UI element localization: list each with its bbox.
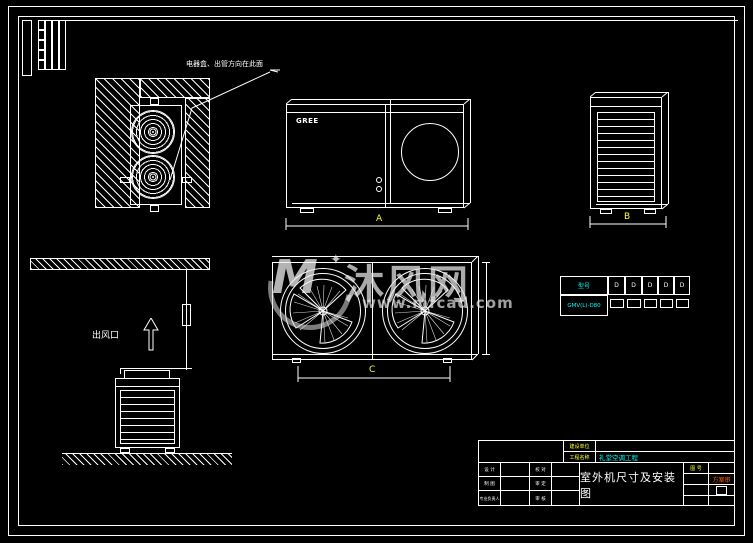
side-foot-right — [644, 209, 656, 214]
sig-value-review[interactable] — [552, 491, 580, 506]
model-val-2[interactable] — [627, 299, 641, 308]
sig-label-approve: 审 定 — [530, 477, 552, 491]
sig-value-check[interactable] — [552, 463, 580, 477]
model-val-1[interactable] — [610, 299, 624, 308]
right-cell-3[interactable] — [684, 496, 709, 506]
drawing-no-label: 图 号 — [684, 463, 709, 474]
subproject-value[interactable]: 礼堂空调工程 — [596, 452, 734, 463]
side-louver-frame — [597, 112, 655, 202]
ground-hatch — [62, 453, 232, 465]
fan-plan-lower — [131, 155, 175, 199]
model-value: GMV(L)-D80 — [560, 295, 608, 316]
dimension-c-line — [297, 366, 451, 382]
side-louver-grille — [597, 112, 655, 202]
drawing-inner-frame — [18, 16, 735, 526]
dimension-a-line — [285, 218, 469, 230]
fan-top-left — [280, 268, 366, 354]
scale-checkbox[interactable] — [716, 485, 727, 495]
sig-value-lead[interactable] — [501, 491, 530, 506]
model-val-5[interactable] — [676, 299, 689, 308]
drawing-no-value[interactable] — [709, 463, 734, 474]
side-foot-left — [600, 209, 612, 214]
dimension-a-label: A — [376, 214, 383, 224]
front-perspective-edges — [286, 99, 471, 209]
title-block-blank — [479, 441, 564, 463]
top-perspective-edges — [471, 256, 479, 361]
right-cell-4[interactable] — [709, 496, 734, 506]
model-val-4[interactable] — [660, 299, 673, 308]
install-louver-grille — [120, 390, 175, 444]
top-mark-left — [292, 358, 301, 363]
foot-left — [300, 208, 314, 213]
leader-line — [169, 69, 280, 181]
sig-label-review: 审 核 — [530, 491, 552, 506]
model-table-header: 型号 — [560, 276, 608, 295]
side-unit-body — [590, 97, 662, 209]
project-value[interactable] — [596, 441, 734, 452]
install-louver-frame — [120, 390, 175, 444]
bracket-left — [120, 177, 130, 183]
dimension-b-line — [589, 216, 667, 228]
electrical-box-note: 电器盒、出管方向在此面 — [186, 60, 263, 68]
model-col-4[interactable]: D — [658, 276, 674, 295]
install-foot-left — [120, 448, 130, 453]
model-col-5[interactable]: D — [674, 276, 690, 295]
front-unit-body — [286, 104, 464, 208]
model-table: 型号 D D D D D GMV(L)-D80 — [560, 276, 690, 316]
fan-top-right — [382, 268, 468, 354]
model-col-3[interactable]: D — [642, 276, 658, 295]
install-unit-hood — [124, 370, 170, 379]
side-perspective-edges — [590, 92, 669, 210]
sig-value-approve[interactable] — [552, 477, 580, 491]
brand-logo: GREE — [296, 117, 319, 125]
title-block: 建设单位 工程名称 礼堂空调工程 设 计 校 对 制 图 审 定 专业负责人 审… — [478, 440, 735, 506]
front-fan-outline — [401, 123, 459, 181]
dimension-b-label: B — [624, 212, 631, 222]
sig-value-design[interactable] — [501, 463, 530, 477]
subproject-label: 工程名称 — [564, 452, 596, 463]
dimension-c-label: C — [369, 365, 376, 375]
drawing-outer-frame — [8, 6, 745, 536]
front-ports — [376, 177, 382, 192]
model-col-2[interactable]: D — [625, 276, 642, 295]
top-mark-right — [443, 358, 452, 363]
sig-label-design: 设 计 — [479, 463, 501, 477]
scale-label: 方案审 — [709, 474, 734, 485]
bracket-right — [182, 177, 192, 183]
fan-plan-upper — [131, 110, 175, 154]
air-outlet-label: 出风口 — [92, 331, 120, 341]
model-val-3[interactable] — [644, 299, 657, 308]
support-rod — [182, 304, 191, 326]
wall-hatch-right — [185, 98, 210, 208]
wall-hatch-top — [140, 78, 210, 98]
foot-right — [438, 208, 452, 213]
scale-value[interactable] — [709, 485, 734, 496]
unit-outline-plan — [130, 105, 182, 205]
sig-label-draw: 制 图 — [479, 477, 501, 491]
drawing-title: 室外机尺寸及安装图 — [580, 463, 684, 506]
sig-label-lead: 专业负责人 — [479, 491, 501, 506]
sig-value-draw[interactable] — [501, 477, 530, 491]
install-foot-right — [165, 448, 175, 453]
airflow-arrow-icon — [143, 318, 159, 351]
right-cell-1[interactable] — [684, 474, 709, 485]
ceiling-hatch — [30, 258, 210, 270]
model-col-1[interactable]: D — [608, 276, 625, 295]
project-label: 建设单位 — [564, 441, 596, 452]
bracket-top — [150, 98, 159, 105]
bracket-bottom — [150, 205, 159, 212]
right-cell-2[interactable] — [684, 485, 709, 496]
sig-label-check: 校 对 — [530, 463, 552, 477]
